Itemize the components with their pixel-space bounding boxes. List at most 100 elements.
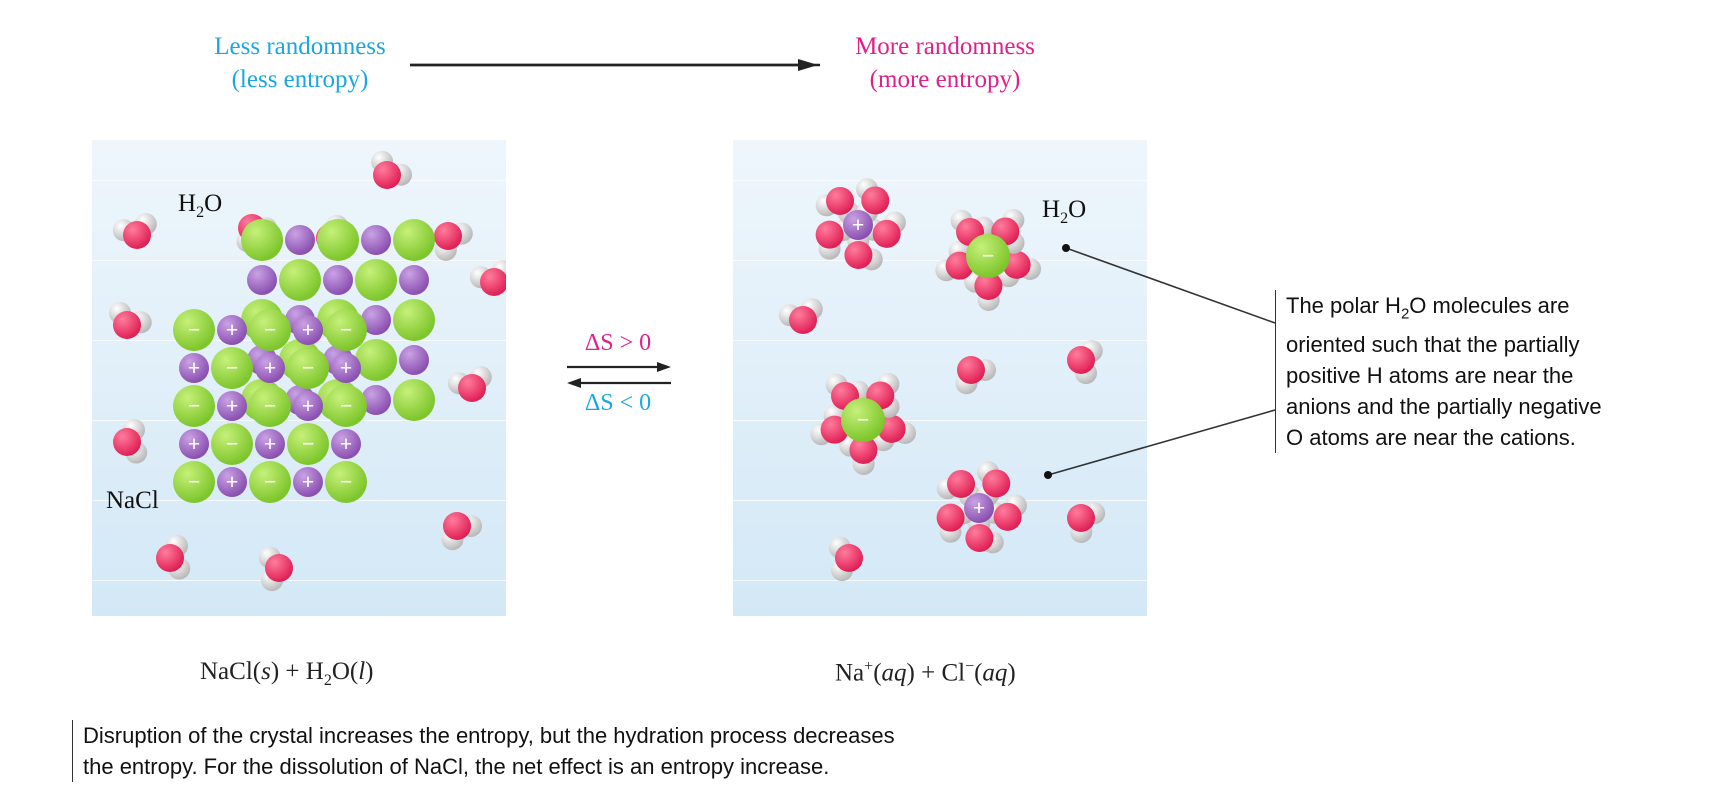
oxygen-atom xyxy=(458,374,486,402)
oxygen-atom xyxy=(982,469,1011,498)
cation-charge: + xyxy=(302,317,315,342)
anion-charge: − xyxy=(188,317,201,342)
chloride-ion xyxy=(355,339,397,381)
chloride-ion xyxy=(173,385,215,427)
oxygen-atom xyxy=(113,428,141,456)
chloride-ion xyxy=(317,219,359,261)
sodium-ion xyxy=(293,467,323,497)
anion-charge: − xyxy=(302,355,315,380)
anion-charge: − xyxy=(188,393,201,418)
chloride-ion xyxy=(325,461,367,503)
chloride-ion xyxy=(211,347,253,389)
oxygen-atom xyxy=(849,435,878,464)
sodium-ion xyxy=(285,225,315,255)
anion-charge: − xyxy=(302,431,315,456)
sodium-ion xyxy=(217,315,247,345)
water-label-right: H2O xyxy=(1042,196,1087,227)
sodium-ion xyxy=(293,391,323,421)
oxygen-atom xyxy=(947,469,976,498)
oxygen-atom xyxy=(826,186,855,215)
anion-charge: − xyxy=(857,407,870,432)
more-randomness-label: More randomness (more entropy) xyxy=(795,30,1095,96)
oxygen-atom xyxy=(861,186,890,215)
oxygen-atom xyxy=(872,219,901,248)
less-randomness-label: Less randomness (less entropy) xyxy=(150,30,450,96)
sodium-ion xyxy=(217,391,247,421)
oxygen-atom xyxy=(1067,504,1095,532)
sodium-ion xyxy=(255,353,285,383)
chloride-ion xyxy=(249,309,291,351)
oxygen-atom xyxy=(974,271,1003,300)
anion-charge: − xyxy=(188,469,201,494)
sodium-ion xyxy=(964,493,994,523)
oxygen-atom xyxy=(480,268,506,296)
chloride-ion xyxy=(287,423,329,465)
anion-charge: − xyxy=(264,393,277,418)
sodium-ion xyxy=(179,353,209,383)
oxygen-atom xyxy=(789,306,817,334)
callout-leader-lines xyxy=(1044,244,1276,479)
chloride-ion xyxy=(249,385,291,427)
less-entropy-line2: (less entropy) xyxy=(231,66,369,93)
sodium-ion xyxy=(323,265,353,295)
chloride-ion xyxy=(211,423,253,465)
anion-charge: − xyxy=(982,243,995,268)
chloride-ion xyxy=(966,234,1010,278)
chloride-ion xyxy=(173,461,215,503)
nacl-crystal-scene: −+−+−+−+−+−+−+−+−+−+−+−+− xyxy=(109,150,506,592)
oxygen-atom xyxy=(936,503,965,532)
chloride-ion xyxy=(287,347,329,389)
chloride-ion xyxy=(393,219,435,261)
chloride-ion xyxy=(841,398,885,442)
chloride-ion xyxy=(325,309,367,351)
oxygen-atom xyxy=(1067,346,1095,374)
sodium-ion xyxy=(179,429,209,459)
cation-charge: + xyxy=(226,317,239,342)
anion-charge: − xyxy=(340,393,353,418)
more-entropy-line2: (more entropy) xyxy=(869,66,1021,93)
oxygen-atom xyxy=(835,544,863,572)
sodium-ion xyxy=(293,315,323,345)
cation-charge: + xyxy=(852,212,865,237)
anion-charge: − xyxy=(226,431,239,456)
anion-charge: − xyxy=(340,469,353,494)
sodium-ion xyxy=(843,210,873,240)
chloride-ion xyxy=(355,259,397,301)
oxygen-atom xyxy=(815,220,844,249)
oxygen-atom xyxy=(113,311,141,339)
cation-charge: + xyxy=(302,469,315,494)
oxygen-atom xyxy=(957,356,985,384)
oxygen-atom xyxy=(844,240,873,269)
sodium-ion xyxy=(361,305,391,335)
cation-charge: + xyxy=(226,393,239,418)
cation-charge: + xyxy=(188,431,201,456)
equation-products: Na+(aq) + Cl−(aq) xyxy=(835,658,1016,687)
oxygen-atom xyxy=(434,222,462,250)
oxygen-atom xyxy=(123,221,151,249)
chloride-ion xyxy=(249,461,291,503)
oxygen-atom xyxy=(373,161,401,189)
nacl-label: NaCl xyxy=(106,487,159,514)
oxygen-atom xyxy=(993,502,1022,531)
sodium-ion xyxy=(361,385,391,415)
delta-s-negative: ΔS < 0 xyxy=(584,390,652,416)
sodium-ion xyxy=(331,429,361,459)
chloride-ion xyxy=(241,219,283,261)
equilibrium-arrows xyxy=(567,362,671,388)
anion-charge: − xyxy=(264,469,277,494)
cation-charge: + xyxy=(264,355,277,380)
hydrated-ions-scene: + − − + xyxy=(778,178,1106,582)
figure-caption: Disruption of the crystal increases the … xyxy=(72,720,1183,782)
cation-charge: + xyxy=(302,393,315,418)
oxygen-atom xyxy=(443,512,471,540)
cation-charge: + xyxy=(226,469,239,494)
water-label-left: H2O xyxy=(178,190,223,221)
oxygen-atom xyxy=(965,523,994,552)
cation-charge: + xyxy=(973,495,986,520)
sodium-ion xyxy=(399,265,429,295)
sodium-ion xyxy=(255,429,285,459)
cation-charge: + xyxy=(264,431,277,456)
anion-charge: − xyxy=(226,355,239,380)
more-randomness-line1: More randomness xyxy=(855,33,1035,60)
sodium-ion xyxy=(399,345,429,375)
